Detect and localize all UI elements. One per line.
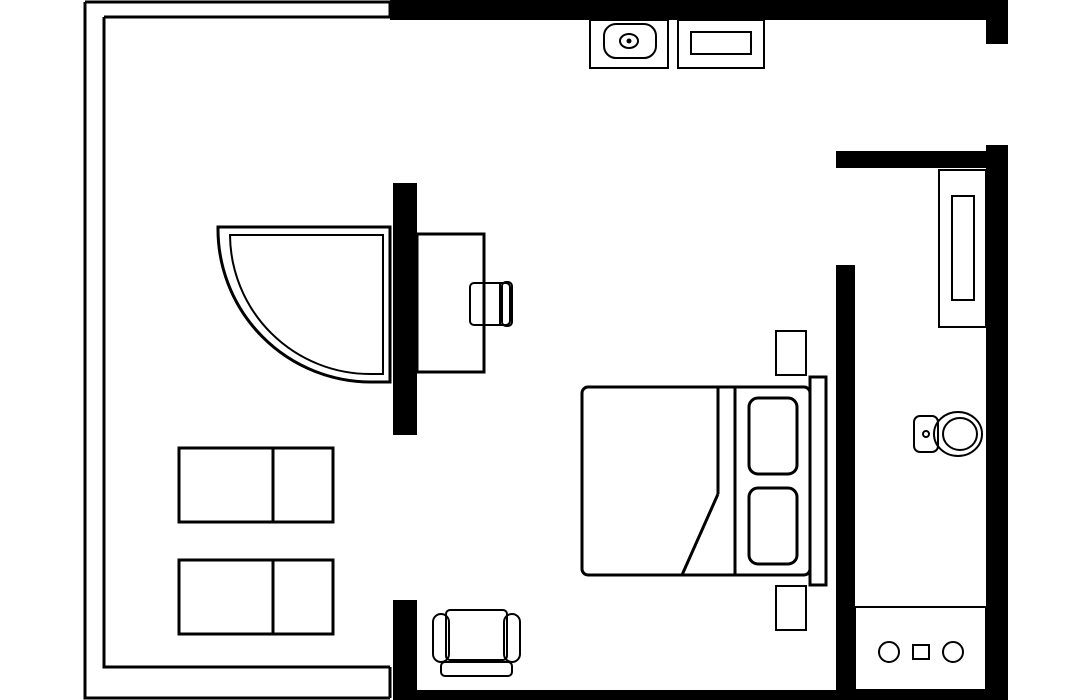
sofa-top-frame <box>177 446 335 524</box>
top-right-wall-stub <box>986 0 1008 44</box>
nightstand-top <box>775 330 807 376</box>
bathroom-wall-left <box>836 265 855 700</box>
sofa-bottom <box>177 558 335 636</box>
bathtub <box>938 169 987 328</box>
toilet-seat <box>942 417 978 451</box>
bed-blanket-fold <box>680 493 720 576</box>
armchair-back <box>440 661 513 677</box>
kitchen-sink-basin <box>690 31 752 55</box>
stove-burner-left-icon <box>878 641 900 663</box>
curved-shower <box>216 225 392 384</box>
stove-burner-right-icon <box>942 641 964 663</box>
kitchen-sink-cabinet <box>677 19 765 69</box>
desk <box>415 232 486 374</box>
bathtub-inner <box>951 195 975 301</box>
sofa-top <box>177 446 335 524</box>
bottom-wall <box>393 690 1008 700</box>
pillow-bottom <box>747 486 799 566</box>
desk-top <box>415 232 486 374</box>
washbasin-drain-icon <box>619 33 639 49</box>
toilet <box>913 411 983 457</box>
interior-walls <box>393 151 1006 700</box>
nightstand-bottom <box>775 585 807 631</box>
bathtub-outer <box>938 169 987 328</box>
stove <box>854 606 987 691</box>
armchair-right-arm <box>503 613 521 663</box>
armchair-seat <box>445 609 508 661</box>
washbasin-drain-dot <box>626 38 632 44</box>
toilet-flush-icon <box>922 430 930 438</box>
bottom-left-wall-stub <box>393 600 417 700</box>
right-wall <box>986 145 1008 700</box>
stove-control-icon <box>912 644 930 660</box>
armchair <box>432 609 521 677</box>
left-wall-outer-line <box>83 0 390 700</box>
toilet-tank <box>913 415 939 453</box>
left-wall-inner-line <box>102 15 390 669</box>
sofa-bottom-frame <box>177 558 335 636</box>
desk-chair <box>469 281 513 327</box>
shower-inner <box>228 234 384 375</box>
desk-chair-seat <box>469 282 511 326</box>
bed-headboard <box>808 375 828 587</box>
kitchen-sink <box>677 19 765 69</box>
washbasin-cabinet <box>589 19 669 69</box>
top-wall <box>390 0 1008 20</box>
toilet-bowl <box>933 411 983 457</box>
shower-outer <box>216 225 392 384</box>
partition-vertical-left <box>393 183 417 435</box>
washbasin-bowl <box>603 23 657 59</box>
outer-walls <box>83 0 1008 700</box>
desk-chair-armrest <box>501 281 513 327</box>
bathroom-wall-top <box>836 151 1006 168</box>
armchair-left-arm <box>432 613 450 663</box>
double-bed <box>580 330 828 631</box>
stove-counter <box>854 606 987 691</box>
washbasin <box>589 19 669 69</box>
pillow-top <box>747 396 799 476</box>
